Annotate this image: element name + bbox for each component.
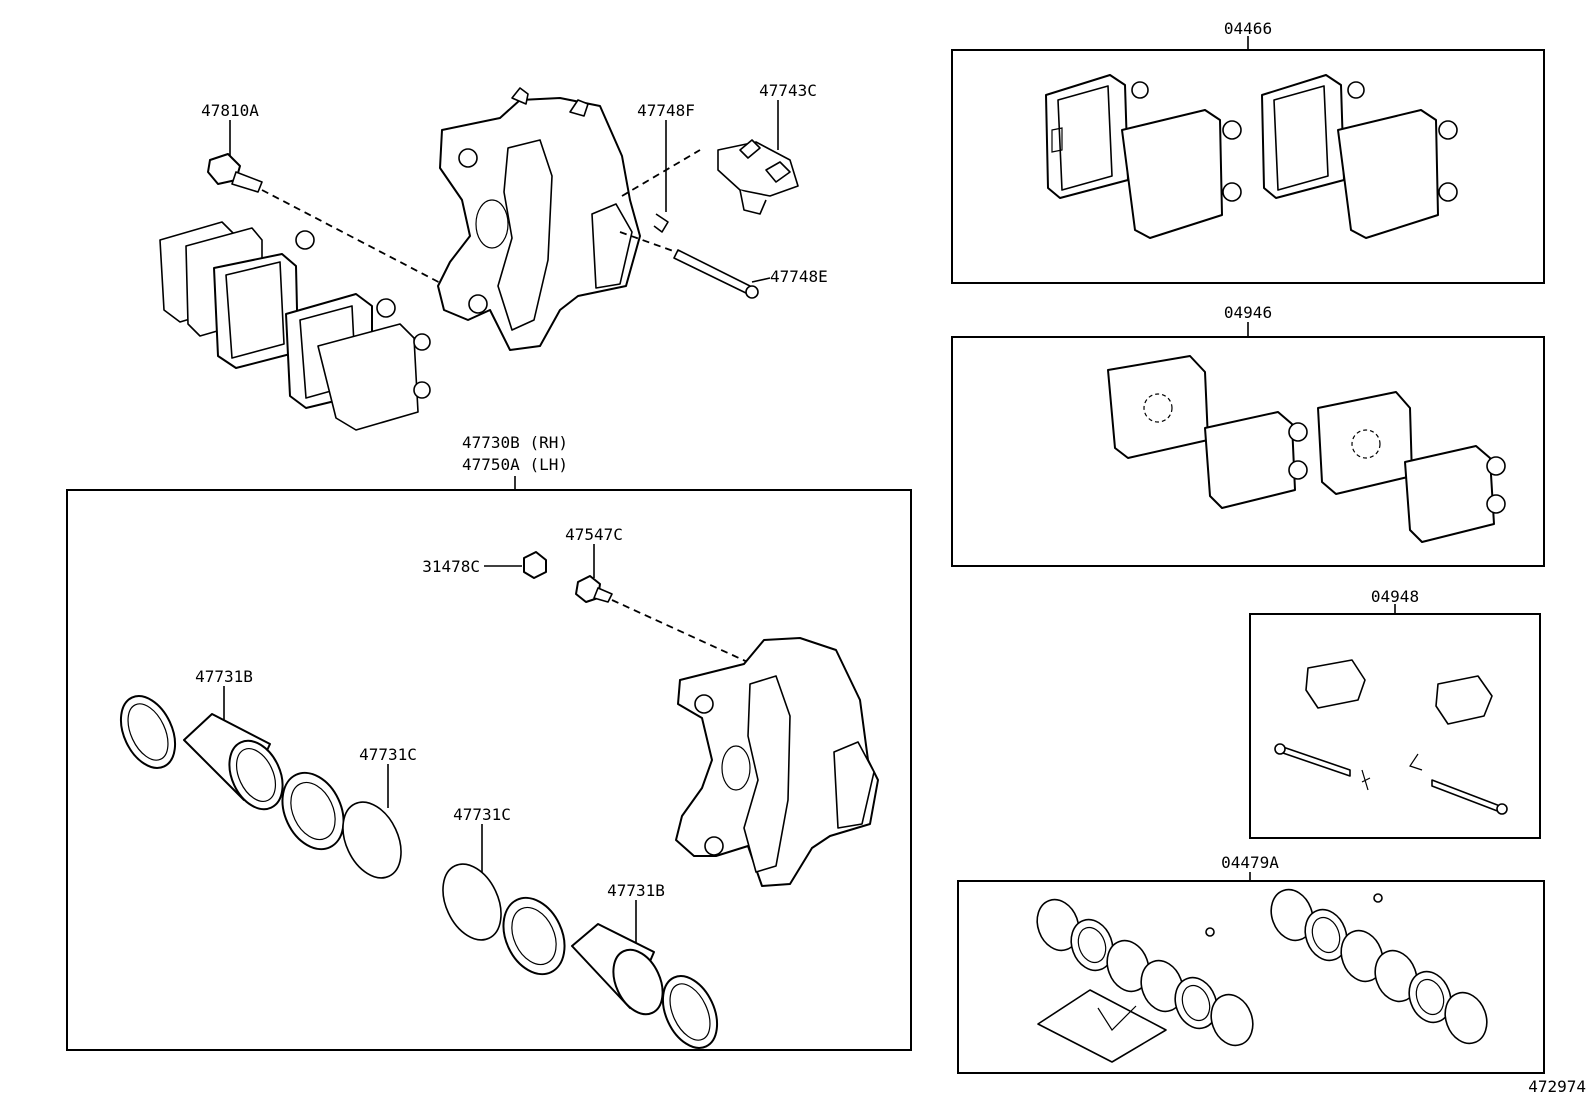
label-47743C: 47743C <box>759 81 817 100</box>
kit-box-04479A: 04479A <box>957 853 1545 1074</box>
bleeder-plug-icon <box>575 575 613 603</box>
label-47750A-LH: 47750A (LH) <box>462 455 568 474</box>
label-47547C: 47547C <box>565 525 623 544</box>
piston-icon <box>502 896 719 1049</box>
pad-support-kit-icon <box>1274 659 1508 815</box>
label-47731B-left: 47731B <box>195 667 253 686</box>
brake-pad-set-icon <box>1045 74 1458 239</box>
kit-box-04466: 04466 <box>951 19 1545 284</box>
label-47730B-RH: 47730B (RH) <box>462 433 568 452</box>
caliper-box: 47730B (RH) 47750A (LH) 31478C 47547C 47… <box>66 433 912 1051</box>
kit-box-04948: 04948 <box>1249 587 1541 839</box>
clip-icon <box>653 213 669 233</box>
bolt-icon <box>207 153 263 193</box>
caliper-mount-assembly: 47810A <box>159 81 828 431</box>
pad-spring-icon <box>717 139 799 215</box>
figure-number: 472974 <box>1528 1077 1586 1096</box>
caliper-bracket-icon <box>437 87 641 351</box>
kit-box-04946: 04946 <box>951 303 1545 567</box>
cylinder-kit-icon <box>1036 888 1488 1063</box>
snap-ring-icon <box>442 863 502 941</box>
label-47731C-lower: 47731C <box>453 805 511 824</box>
label-04948: 04948 <box>1371 587 1419 606</box>
label-47810A: 47810A <box>201 101 259 120</box>
caliper-body-icon <box>675 637 879 887</box>
piston-icon <box>119 695 345 851</box>
bleeder-cap-icon <box>523 551 547 579</box>
label-47748F: 47748F <box>637 101 695 120</box>
label-04466: 04466 <box>1224 19 1272 38</box>
guide-pin-icon <box>673 249 759 299</box>
label-31478C: 31478C <box>422 557 480 576</box>
anti-squeal-shim-icon <box>1107 355 1506 543</box>
label-04946: 04946 <box>1224 303 1272 322</box>
label-47748E: 47748E <box>770 267 828 286</box>
label-47731B-right: 47731B <box>607 881 665 900</box>
label-47731C-upper: 47731C <box>359 745 417 764</box>
brake-pad-stack-icon <box>159 221 431 431</box>
snap-ring-icon <box>342 801 402 879</box>
label-04479A: 04479A <box>1221 853 1279 872</box>
